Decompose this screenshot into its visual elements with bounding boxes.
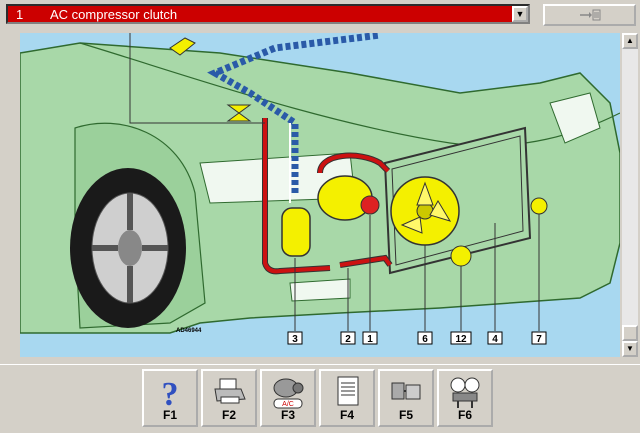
f2-print-button[interactable]: F2 xyxy=(201,369,257,427)
svg-text:7: 7 xyxy=(536,334,542,345)
f6-gauges-button[interactable]: F6 xyxy=(437,369,493,427)
ac-compressor-icon: A/C xyxy=(273,378,304,409)
callout-3[interactable]: 3 xyxy=(287,331,303,345)
function-key-bar: ? F1 F2 A/C F3 F4 xyxy=(0,364,640,433)
f2-label: F2 xyxy=(221,408,236,422)
accumulator xyxy=(281,207,311,257)
f1-label: F1 xyxy=(162,408,177,422)
svg-text:?: ? xyxy=(162,376,179,409)
callout-1[interactable]: 1 xyxy=(362,331,378,345)
help-question-icon: ? xyxy=(162,376,179,409)
svg-text:12: 12 xyxy=(455,334,467,345)
pressure-gauges-icon xyxy=(450,377,480,408)
svg-text:3: 3 xyxy=(292,334,298,345)
component-name: AC compressor clutch xyxy=(50,7,178,22)
arrow-to-list-icon xyxy=(580,9,601,21)
f6-label: F6 xyxy=(457,408,472,422)
connectors-icon xyxy=(391,382,421,400)
image-code: AD46944 xyxy=(176,328,202,334)
printer-icon xyxy=(214,378,246,404)
scroll-up-icon[interactable]: ▲ xyxy=(622,33,638,49)
callout-12[interactable]: 12 xyxy=(450,331,472,345)
callout-4[interactable]: 4 xyxy=(487,331,503,345)
scroll-down-icon[interactable]: ▼ xyxy=(622,341,638,357)
svg-text:1: 1 xyxy=(367,334,373,345)
component-number: 1 xyxy=(16,7,24,22)
document-icon xyxy=(337,376,359,406)
vertical-scrollbar[interactable]: ▲ ▼ xyxy=(622,33,638,357)
svg-text:6: 6 xyxy=(422,334,428,345)
f3-ac-button[interactable]: A/C F3 xyxy=(260,369,316,427)
dropdown-arrow-icon[interactable]: ▼ xyxy=(512,6,528,22)
f4-document-button[interactable]: F4 xyxy=(319,369,375,427)
f4-label: F4 xyxy=(339,408,354,422)
callout-7[interactable]: 7 xyxy=(531,331,547,345)
f5-connectors-button[interactable]: F5 xyxy=(378,369,434,427)
go-to-component-button[interactable] xyxy=(543,4,636,26)
compressor-clutch xyxy=(360,195,380,215)
svg-text:4: 4 xyxy=(492,334,498,345)
f5-label: F5 xyxy=(398,408,413,422)
callout-2[interactable]: 2 xyxy=(340,331,356,345)
callout-6[interactable]: 6 xyxy=(417,331,433,345)
component-selector[interactable]: 1 AC compressor clutch ▼ xyxy=(6,4,530,24)
f3-label: F3 xyxy=(280,408,295,422)
svg-text:2: 2 xyxy=(345,334,351,345)
svg-text:A/C: A/C xyxy=(282,401,294,408)
ac-system-diagram: 3 2 1 6 12 4 7 AD46944 xyxy=(20,33,620,357)
scroll-thumb[interactable] xyxy=(622,325,638,341)
f1-help-button[interactable]: ? F1 xyxy=(142,369,198,427)
vehicle-front-illustration: 3 2 1 6 12 4 7 AD46944 xyxy=(20,33,620,345)
top-bar: 1 AC compressor clutch ▼ xyxy=(0,0,640,30)
